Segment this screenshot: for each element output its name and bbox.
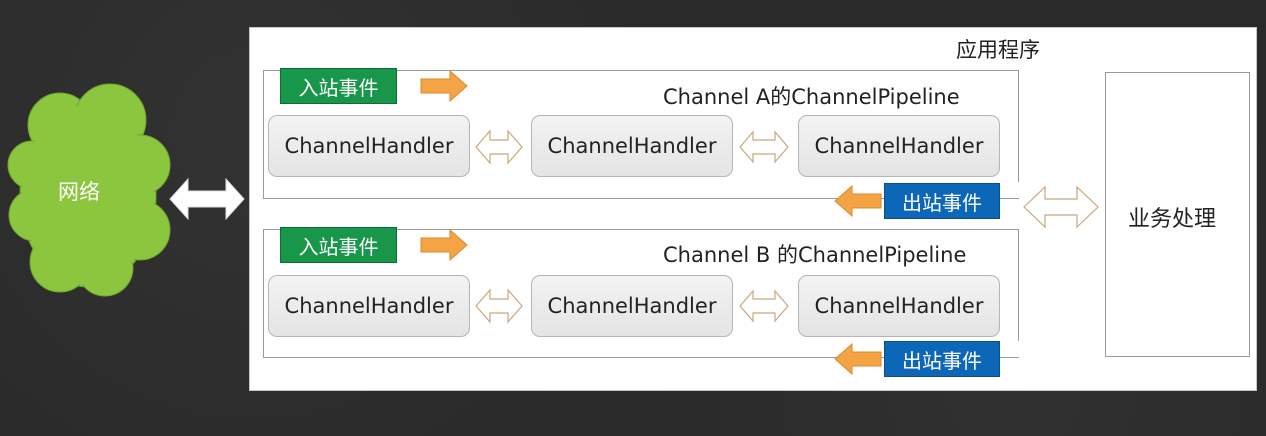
pipeline-b-handler-3: ChannelHandler [798, 275, 1000, 337]
pipeline-a-handler-3: ChannelHandler [798, 115, 1000, 177]
pipeline-b-handler-1: ChannelHandler [268, 275, 470, 337]
double-arrow-icon [739, 289, 789, 323]
pipeline-a-handler-2: ChannelHandler [531, 115, 733, 177]
application-title: 应用程序 [956, 38, 1040, 62]
double-arrow-icon [739, 130, 789, 164]
pipeline-b-handler-2: ChannelHandler [531, 275, 733, 337]
double-arrow-icon [475, 288, 523, 324]
outbound-arrow-icon [834, 342, 882, 376]
double-arrow-icon [475, 129, 523, 165]
pipeline-b-right-border [1018, 229, 1019, 341]
network-label: 网络 [58, 180, 100, 204]
pipeline-a-handler-1: ChannelHandler [268, 115, 470, 177]
inbound-arrow-icon [420, 69, 468, 103]
pipeline-a-outbound-tag: 出站事件 [884, 183, 1000, 219]
double-arrow-icon [1023, 185, 1099, 229]
business-label: 业务处理 [1128, 207, 1217, 232]
pipeline-b-outbound-tag: 出站事件 [884, 341, 1000, 377]
inbound-arrow-icon [420, 228, 468, 262]
outbound-arrow-icon [834, 184, 882, 218]
pipeline-a-inbound-tag: 入站事件 [280, 68, 397, 104]
pipeline-a-title: Channel A的ChannelPipeline [663, 85, 960, 109]
business-box [1105, 72, 1250, 357]
pipeline-b-title: Channel B 的ChannelPipeline [663, 243, 967, 267]
pipeline-b-inbound-tag: 入站事件 [280, 227, 397, 263]
pipeline-a-right-border [1018, 70, 1019, 182]
